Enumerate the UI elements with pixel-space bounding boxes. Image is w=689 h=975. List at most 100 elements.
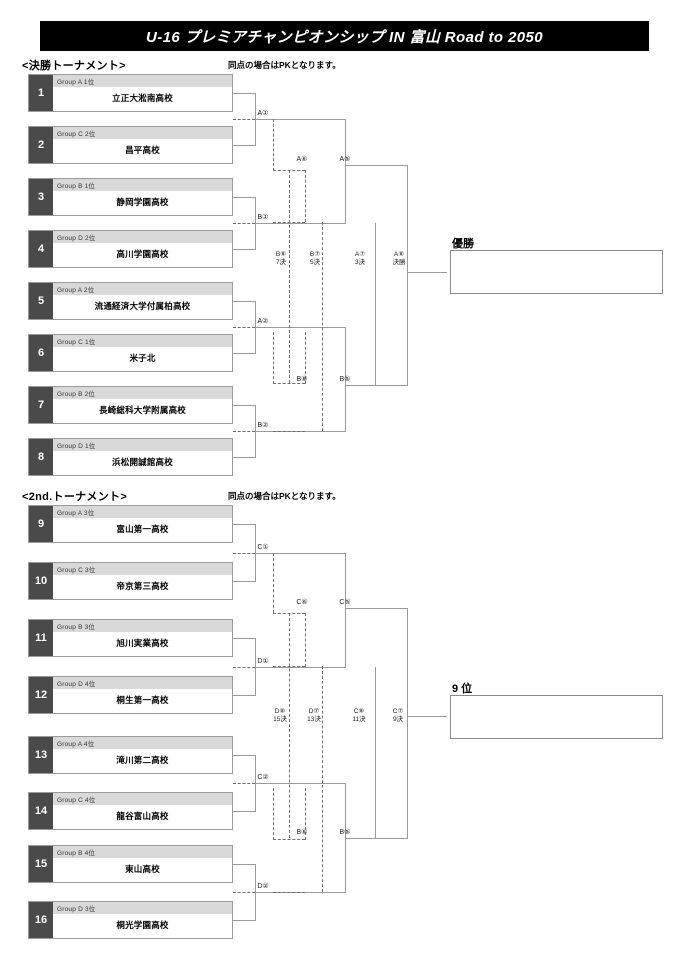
match-round: 13決 <box>307 716 321 724</box>
match-round: 3決 <box>354 259 366 267</box>
team-seed-number: 7 <box>29 387 53 423</box>
team-name: 龍谷富山高校 <box>116 811 169 821</box>
team-seed-number: 16 <box>29 902 53 938</box>
bracket-line <box>273 119 345 120</box>
match-label-loser-b6: B⑥ <box>296 376 308 383</box>
team-row[interactable]: 10 Group C 3位 帝京第三高校 <box>28 562 233 600</box>
bracket-line <box>273 667 345 668</box>
team-row[interactable]: 6 Group C 1位 米子北 <box>28 334 233 372</box>
match-code: A⑦ <box>354 251 366 258</box>
match-round: 9決 <box>392 716 404 724</box>
match-round: 決勝 <box>392 259 406 267</box>
team-row[interactable]: 9 Group A 3位 富山第一高校 <box>28 505 233 543</box>
bracket-line-dashed <box>322 666 323 892</box>
team-row[interactable]: 15 Group B 4位 東山高校 <box>28 845 233 883</box>
team-seed-number: 15 <box>29 846 53 882</box>
team-row[interactable]: 7 Group B 2位 長崎総科大学附属高校 <box>28 386 233 424</box>
bracket-line <box>233 301 255 302</box>
bracket-line-dashed <box>273 553 274 613</box>
bracket-line <box>345 608 407 609</box>
result-caption-9th: 9 位 <box>452 683 473 695</box>
team-name: 東山高校 <box>125 864 160 874</box>
team-row[interactable]: 16 Group D 3位 桐光学園高校 <box>28 901 233 939</box>
team-group-label: Group C 4位 <box>53 793 232 805</box>
bracket-line-dashed <box>273 119 274 171</box>
bracket-line <box>233 755 255 756</box>
bracket-line-dashed <box>273 788 274 840</box>
team-seed-number: 9 <box>29 506 53 542</box>
team-row[interactable]: 2 Group C 2位 昌平高校 <box>28 126 233 164</box>
team-name: 高川学園高校 <box>116 249 169 259</box>
bracket-line <box>273 431 345 432</box>
match-label-final: A⑧ 決勝 <box>385 251 413 267</box>
bracket-line <box>273 327 345 328</box>
team-row[interactable]: 8 Group D 1位 浜松開誠館高校 <box>28 438 233 476</box>
bracket-line-dashed <box>289 170 290 383</box>
team-group-label: Group D 3位 <box>53 902 232 914</box>
bracket-line <box>233 920 255 921</box>
match-round: 5決 <box>309 259 321 267</box>
result-box-9th[interactable] <box>450 695 663 739</box>
team-group-label: Group B 2位 <box>53 387 232 399</box>
team-row[interactable]: 4 Group D 2位 高川学園高校 <box>28 230 233 268</box>
bracket-line <box>255 667 273 668</box>
bracket-line <box>233 457 255 458</box>
bracket-line <box>345 165 407 166</box>
team-seed-number: 4 <box>29 231 53 267</box>
team-seed-number: 3 <box>29 179 53 215</box>
team-row[interactable]: 3 Group B 1位 静岡学園高校 <box>28 178 233 216</box>
bracket-line-dashed <box>233 431 255 432</box>
team-group-label: Group B 1位 <box>53 179 232 191</box>
match-code: B⑧ <box>275 251 287 258</box>
page-title-bar: U-16 プレミアチャンピオンシップ IN 富山 Road to 2050 <box>40 21 649 51</box>
match-label-loser-c6: C⑥ <box>296 599 308 606</box>
bracket-line-dashed <box>322 222 323 431</box>
bracket-line <box>273 553 345 554</box>
bracket-line <box>255 327 273 328</box>
match-label-qf-b2: B② <box>257 422 269 429</box>
team-name: 立正大淞南高校 <box>112 93 173 103</box>
bracket-line-dashed <box>305 613 306 667</box>
bracket-line <box>255 431 273 432</box>
bracket-line <box>345 838 407 839</box>
match-code: C⑦ <box>392 708 404 715</box>
bracket-line-dashed <box>233 327 255 328</box>
team-row[interactable]: 14 Group C 4位 龍谷富山高校 <box>28 792 233 830</box>
bracket-line-dashed <box>233 223 255 224</box>
bracket-line <box>233 581 255 582</box>
bracket-line <box>233 249 255 250</box>
team-group-label: Group A 3位 <box>53 506 232 518</box>
match-label-15th-place: D⑧ 15決 <box>266 708 294 724</box>
page-title: U-16 プレミアチャンピオンシップ IN 富山 Road to 2050 <box>146 28 543 46</box>
team-group-label: Group A 4位 <box>53 737 232 749</box>
section-label-final-tournament: <決勝トーナメント> <box>22 60 126 72</box>
bracket-line <box>233 524 255 525</box>
team-row[interactable]: 13 Group A 4位 滝川第二高校 <box>28 736 233 774</box>
team-row[interactable]: 12 Group D 4位 桐生第一高校 <box>28 676 233 714</box>
bracket-line-dashed <box>233 119 255 120</box>
match-label-13th-place: D⑦ 13決 <box>300 708 328 724</box>
team-row[interactable]: 5 Group A 2位 流通経済大学付属柏高校 <box>28 282 233 320</box>
match-label-loser-a6: A⑥ <box>296 156 308 163</box>
match-label-qf-d1: D① <box>257 658 269 665</box>
bracket-line-dashed <box>305 332 306 384</box>
team-name: 富山第一高校 <box>116 524 169 534</box>
match-code: D⑦ <box>308 708 320 715</box>
match-code: D⑧ <box>274 708 286 715</box>
bracket-line <box>407 165 408 386</box>
bracket-line <box>345 385 407 386</box>
match-round: 15決 <box>273 716 287 724</box>
team-row[interactable]: 11 Group B 3位 旭川実業高校 <box>28 619 233 657</box>
match-label-sf-b5: B⑤ <box>339 376 351 383</box>
bracket-line <box>255 223 273 224</box>
team-group-label: Group C 1位 <box>53 335 232 347</box>
result-box-champion[interactable] <box>450 250 663 294</box>
bracket-line-dashed <box>233 783 255 784</box>
team-row[interactable]: 1 Group A 1位 立正大淞南高校 <box>28 74 233 112</box>
team-seed-number: 12 <box>29 677 53 713</box>
bracket-line <box>375 667 376 839</box>
team-group-label: Group A 1位 <box>53 75 232 87</box>
bracket-line <box>233 197 255 198</box>
match-code: C⑧ <box>353 708 365 715</box>
team-name: 滝川第二高校 <box>116 755 169 765</box>
